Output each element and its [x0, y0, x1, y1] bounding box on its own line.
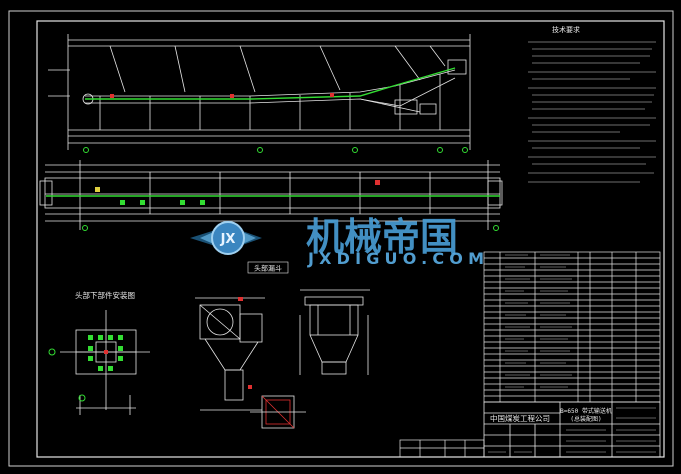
elevation-markers: [83, 93, 468, 153]
head-section-label: 头部漏斗: [254, 264, 282, 273]
notes-title: 技术要求: [552, 25, 580, 34]
parts-list-text-strokes: [505, 254, 572, 388]
left-detail-title: 头部下部件安装图: [75, 290, 135, 300]
drawing-title-line1: B=650 带式输送机: [560, 407, 612, 415]
left-detail-markers: [48, 335, 123, 402]
hopper-front-view: [299, 289, 370, 375]
conveyor-belt-elevation: [85, 67, 456, 100]
notes-text-lines: [528, 41, 656, 183]
gear-icon: [211, 221, 245, 255]
title-block: [483, 401, 661, 458]
watermark-brand-text: 机械帝国: [306, 215, 458, 259]
plan-markers: [82, 180, 499, 231]
parts-list-table: [483, 251, 661, 403]
company-name: 中国煤炭工程公司: [490, 413, 550, 423]
hopper-section-view: [250, 395, 306, 429]
left-detail-drawing: [60, 310, 150, 415]
inner-frame: [36, 20, 665, 458]
drawing-title-line2: (总装配图): [570, 415, 601, 423]
watermark-logo: JX: [190, 221, 262, 255]
plan-view: [39, 160, 503, 230]
watermark-logo-letters: JX: [220, 232, 236, 247]
head-section-label-box: [247, 261, 289, 274]
revision-strip: [399, 439, 485, 458]
title-block-text-strokes: [488, 407, 656, 453]
hopper-side-markers: [238, 297, 252, 389]
outer-frame: [8, 10, 674, 467]
elevation-view: [48, 34, 471, 150]
hopper-side-view: [195, 297, 265, 411]
